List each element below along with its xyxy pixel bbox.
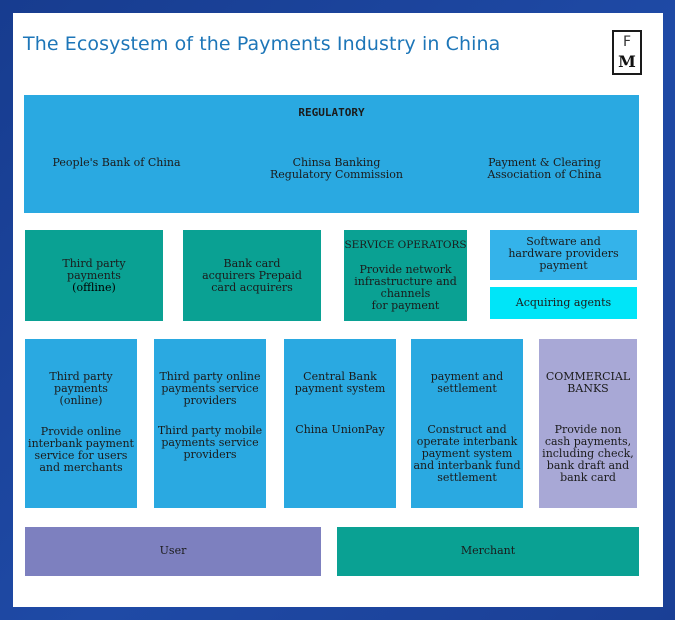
third-party-online-text: Provide online interbank payment service…: [28, 425, 134, 474]
logo-letter-m: M: [618, 52, 636, 71]
central-bank-heading: Central Bank payment system: [294, 370, 386, 395]
software-hardware-box: Software and hardware providers payment: [490, 230, 637, 280]
commercial-banks-box: COMMERCIAL BANKS Provide non cash paymen…: [539, 339, 637, 508]
software-hardware-label: Software and hardware providers payment: [508, 235, 619, 272]
merchant-box: Merchant: [337, 527, 639, 576]
acquiring-agents-box: Acquiring agents: [490, 287, 637, 319]
payment-settlement-box: payment and settlement Construct and ope…: [411, 339, 523, 508]
service-operators-heading: SERVICE OPERATORS: [344, 239, 467, 251]
regulator-pcac: Payment & Clearing Association of China: [487, 156, 602, 181]
service-operators-box: SERVICE OPERATORS Provide network infras…: [344, 230, 467, 321]
third-party-offline-sub: (offline): [72, 281, 116, 294]
third-party-offline-label: Third party payments: [62, 257, 126, 282]
mobile-providers-text: Third party mobile payments service prov…: [157, 424, 263, 461]
logo-letter-f: F: [622, 34, 632, 50]
online-providers-heading: Third party online payments service prov…: [159, 370, 261, 407]
fm-logo: F M: [612, 30, 642, 75]
acquiring-agents-label: Acquiring agents: [515, 296, 612, 309]
diagram-title: The Ecosystem of the Payments Industry i…: [23, 33, 501, 55]
regulatory-box: REGULATORY People's Bank of China Chinsa…: [24, 95, 639, 213]
regulatory-heading: REGULATORY: [298, 106, 365, 119]
bank-card-acquirers-box: Bank card acquirers Prepaid card acquire…: [183, 230, 321, 321]
china-unionpay-label: China UnionPay: [295, 423, 385, 436]
merchant-label: Merchant: [460, 544, 516, 557]
third-party-online-heading: Third party payments (online): [49, 370, 113, 407]
online-providers-box: Third party online payments service prov…: [154, 339, 266, 508]
regulator-pboc: People's Bank of China: [52, 156, 181, 169]
service-operators-text: Provide network infrastructure and chann…: [354, 263, 457, 312]
user-label: User: [159, 544, 187, 557]
commercial-banks-heading: COMMERCIAL BANKS: [545, 370, 631, 395]
payment-settlement-text: Construct and operate interbank payment …: [413, 423, 521, 484]
user-box: User: [25, 527, 321, 576]
bank-card-acquirers-label: Bank card acquirers Prepaid card acquire…: [202, 257, 302, 294]
payment-settlement-heading: payment and settlement: [430, 370, 504, 395]
commercial-banks-text: Provide non cash payments, including che…: [542, 423, 634, 484]
regulator-cbrc: Chinsa Banking Regulatory Commission: [270, 156, 403, 181]
third-party-online-box: Third party payments (online) Provide on…: [25, 339, 137, 508]
central-bank-box: Central Bank payment system China UnionP…: [284, 339, 396, 508]
third-party-offline-box: Third party payments (offline): [25, 230, 163, 321]
